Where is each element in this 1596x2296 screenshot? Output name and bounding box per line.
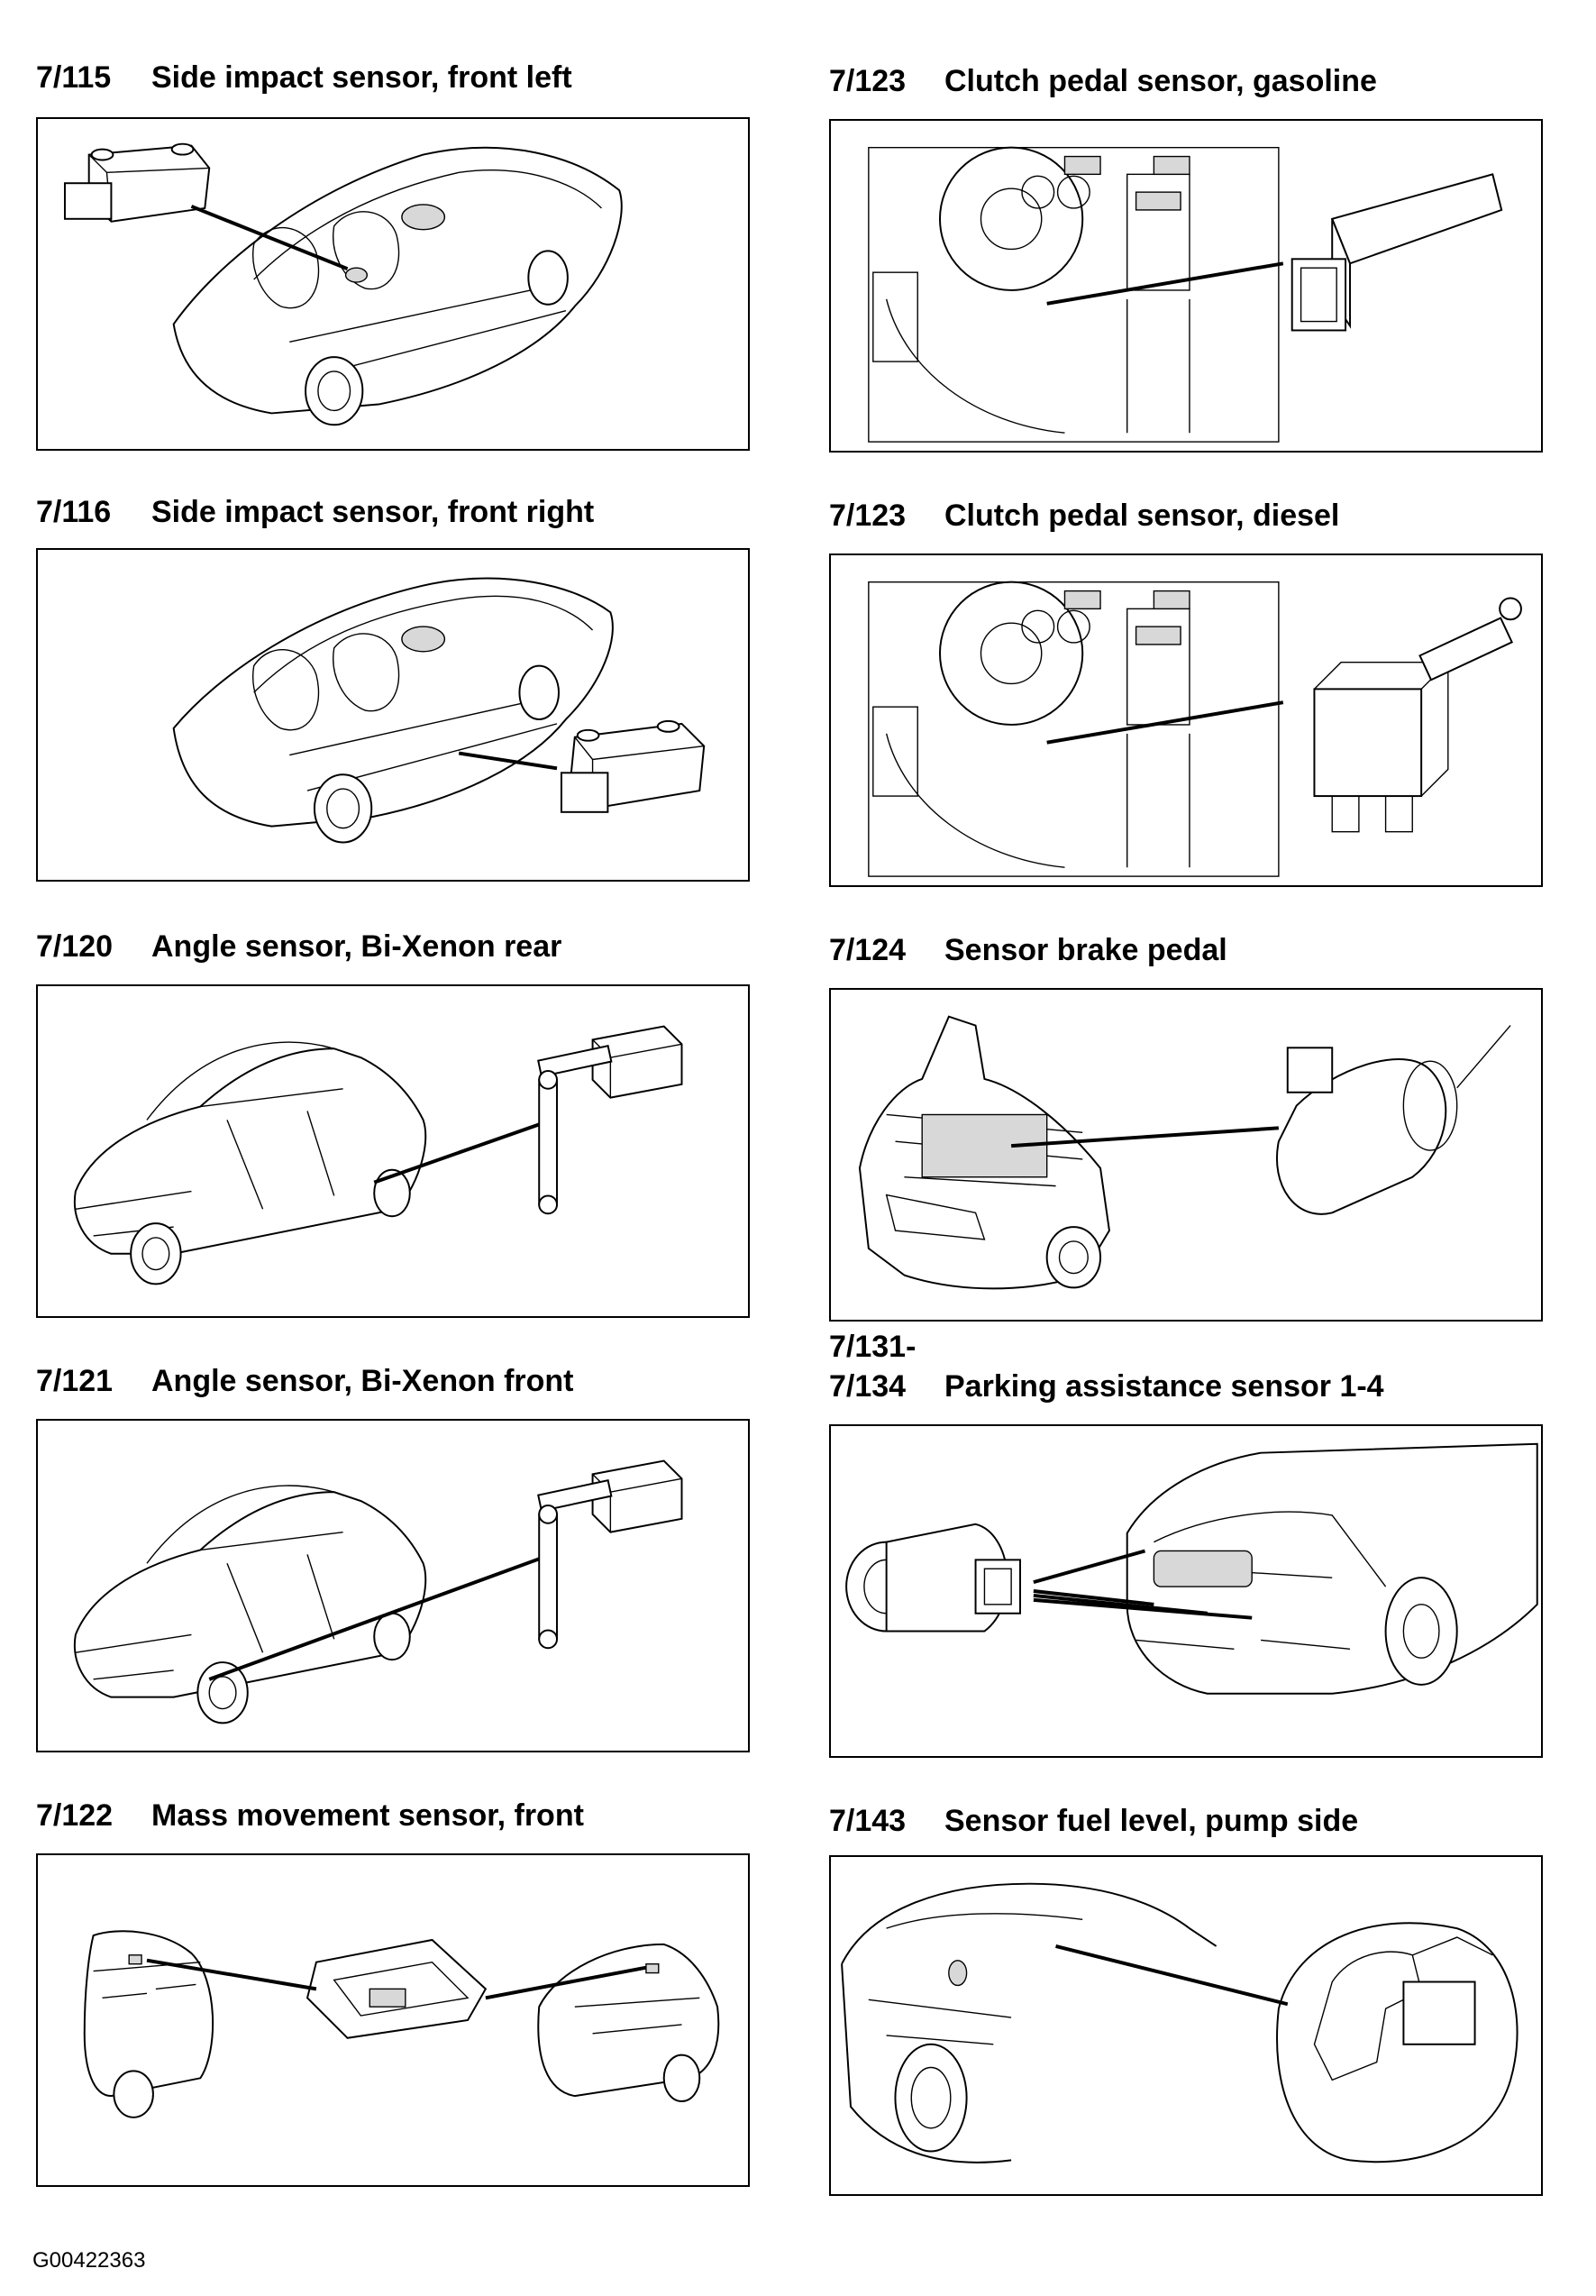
figure-angle-sensor-rear [36, 984, 750, 1318]
entry-7-124: 7/124 Sensor brake pedal [829, 932, 1543, 1329]
car-sensor-illustration [73, 1025, 683, 1285]
figure-title: Clutch pedal sensor, diesel [944, 499, 1340, 533]
dashboard-illustration [868, 581, 1522, 877]
figure-title: Sensor fuel level, pump side [944, 1804, 1359, 1838]
figure-code: 7/123 [829, 64, 907, 98]
module-illustration [83, 1930, 720, 2118]
figure-title: Angle sensor, Bi-Xenon front [151, 1364, 574, 1398]
figure-title: Clutch pedal sensor, gasoline [944, 64, 1377, 98]
figure-mass-movement-sensor [36, 1853, 750, 2187]
figure-code-end: 7/134 [829, 1369, 907, 1404]
entry-7-131-134: 7/131- 7/134 Parking assistance sensor 1… [829, 1329, 1543, 1779]
figure-code: 7/123 [829, 499, 907, 533]
figure-code: 7/120 [36, 929, 114, 964]
figure-clutch-pedal-diesel [829, 553, 1543, 887]
figure-angle-sensor-front [36, 1419, 750, 1752]
entry-7-116: 7/116 Side impact sensor, front right [36, 494, 750, 891]
engine-bay-illustration [858, 1015, 1511, 1290]
figure-side-impact-left [36, 117, 750, 451]
fuel-tank-illustration [841, 1882, 1518, 2163]
document-id: G00422363 [32, 2248, 146, 2273]
entry-7-120: 7/120 Angle sensor, Bi-Xenon rear [36, 928, 750, 1325]
entry-7-123-gasoline: 7/123 Clutch pedal sensor, gasoline [829, 63, 1543, 460]
figure-code: 7/143 [829, 1804, 907, 1838]
entry-7-121: 7/121 Angle sensor, Bi-Xenon front [36, 1363, 750, 1760]
figure-parking-assistance-sensor [829, 1424, 1543, 1758]
figure-code: 7/124 [829, 933, 907, 967]
figure-title: Angle sensor, Bi-Xenon rear [151, 929, 562, 964]
figure-title: Side impact sensor, front left [151, 60, 572, 95]
car-sensor-illustration [73, 1459, 683, 1724]
figure-code: 7/122 [36, 1798, 114, 1833]
figure-title: Mass movement sensor, front [151, 1798, 584, 1833]
figure-code: 7/116 [36, 495, 112, 529]
figure-fuel-level-sensor [829, 1855, 1543, 2196]
figure-code: 7/115 [36, 60, 112, 95]
figure-title: Parking assistance sensor 1-4 [944, 1369, 1384, 1404]
figure-code: 7/131- [829, 1330, 917, 1364]
dashboard-illustration [868, 146, 1503, 443]
figure-clutch-pedal-gasoline [829, 119, 1543, 453]
figure-side-impact-right [36, 548, 750, 882]
car-interior-illustration [63, 142, 623, 426]
car-front-illustration [845, 1442, 1538, 1695]
entry-7-143: 7/143 Sensor fuel level, pump side [829, 1803, 1543, 2200]
figure-title: Sensor brake pedal [944, 933, 1227, 967]
entry-7-122: 7/122 Mass movement sensor, front [36, 1797, 750, 2194]
entry-7-123-diesel: 7/123 Clutch pedal sensor, diesel [829, 498, 1543, 894]
figure-title: Side impact sensor, front right [151, 495, 595, 529]
car-interior-illustration [172, 577, 706, 844]
figure-code: 7/121 [36, 1364, 114, 1398]
figure-brake-pedal-sensor [829, 988, 1543, 1322]
entry-7-115: 7/115 Side impact sensor, front left [36, 59, 750, 456]
